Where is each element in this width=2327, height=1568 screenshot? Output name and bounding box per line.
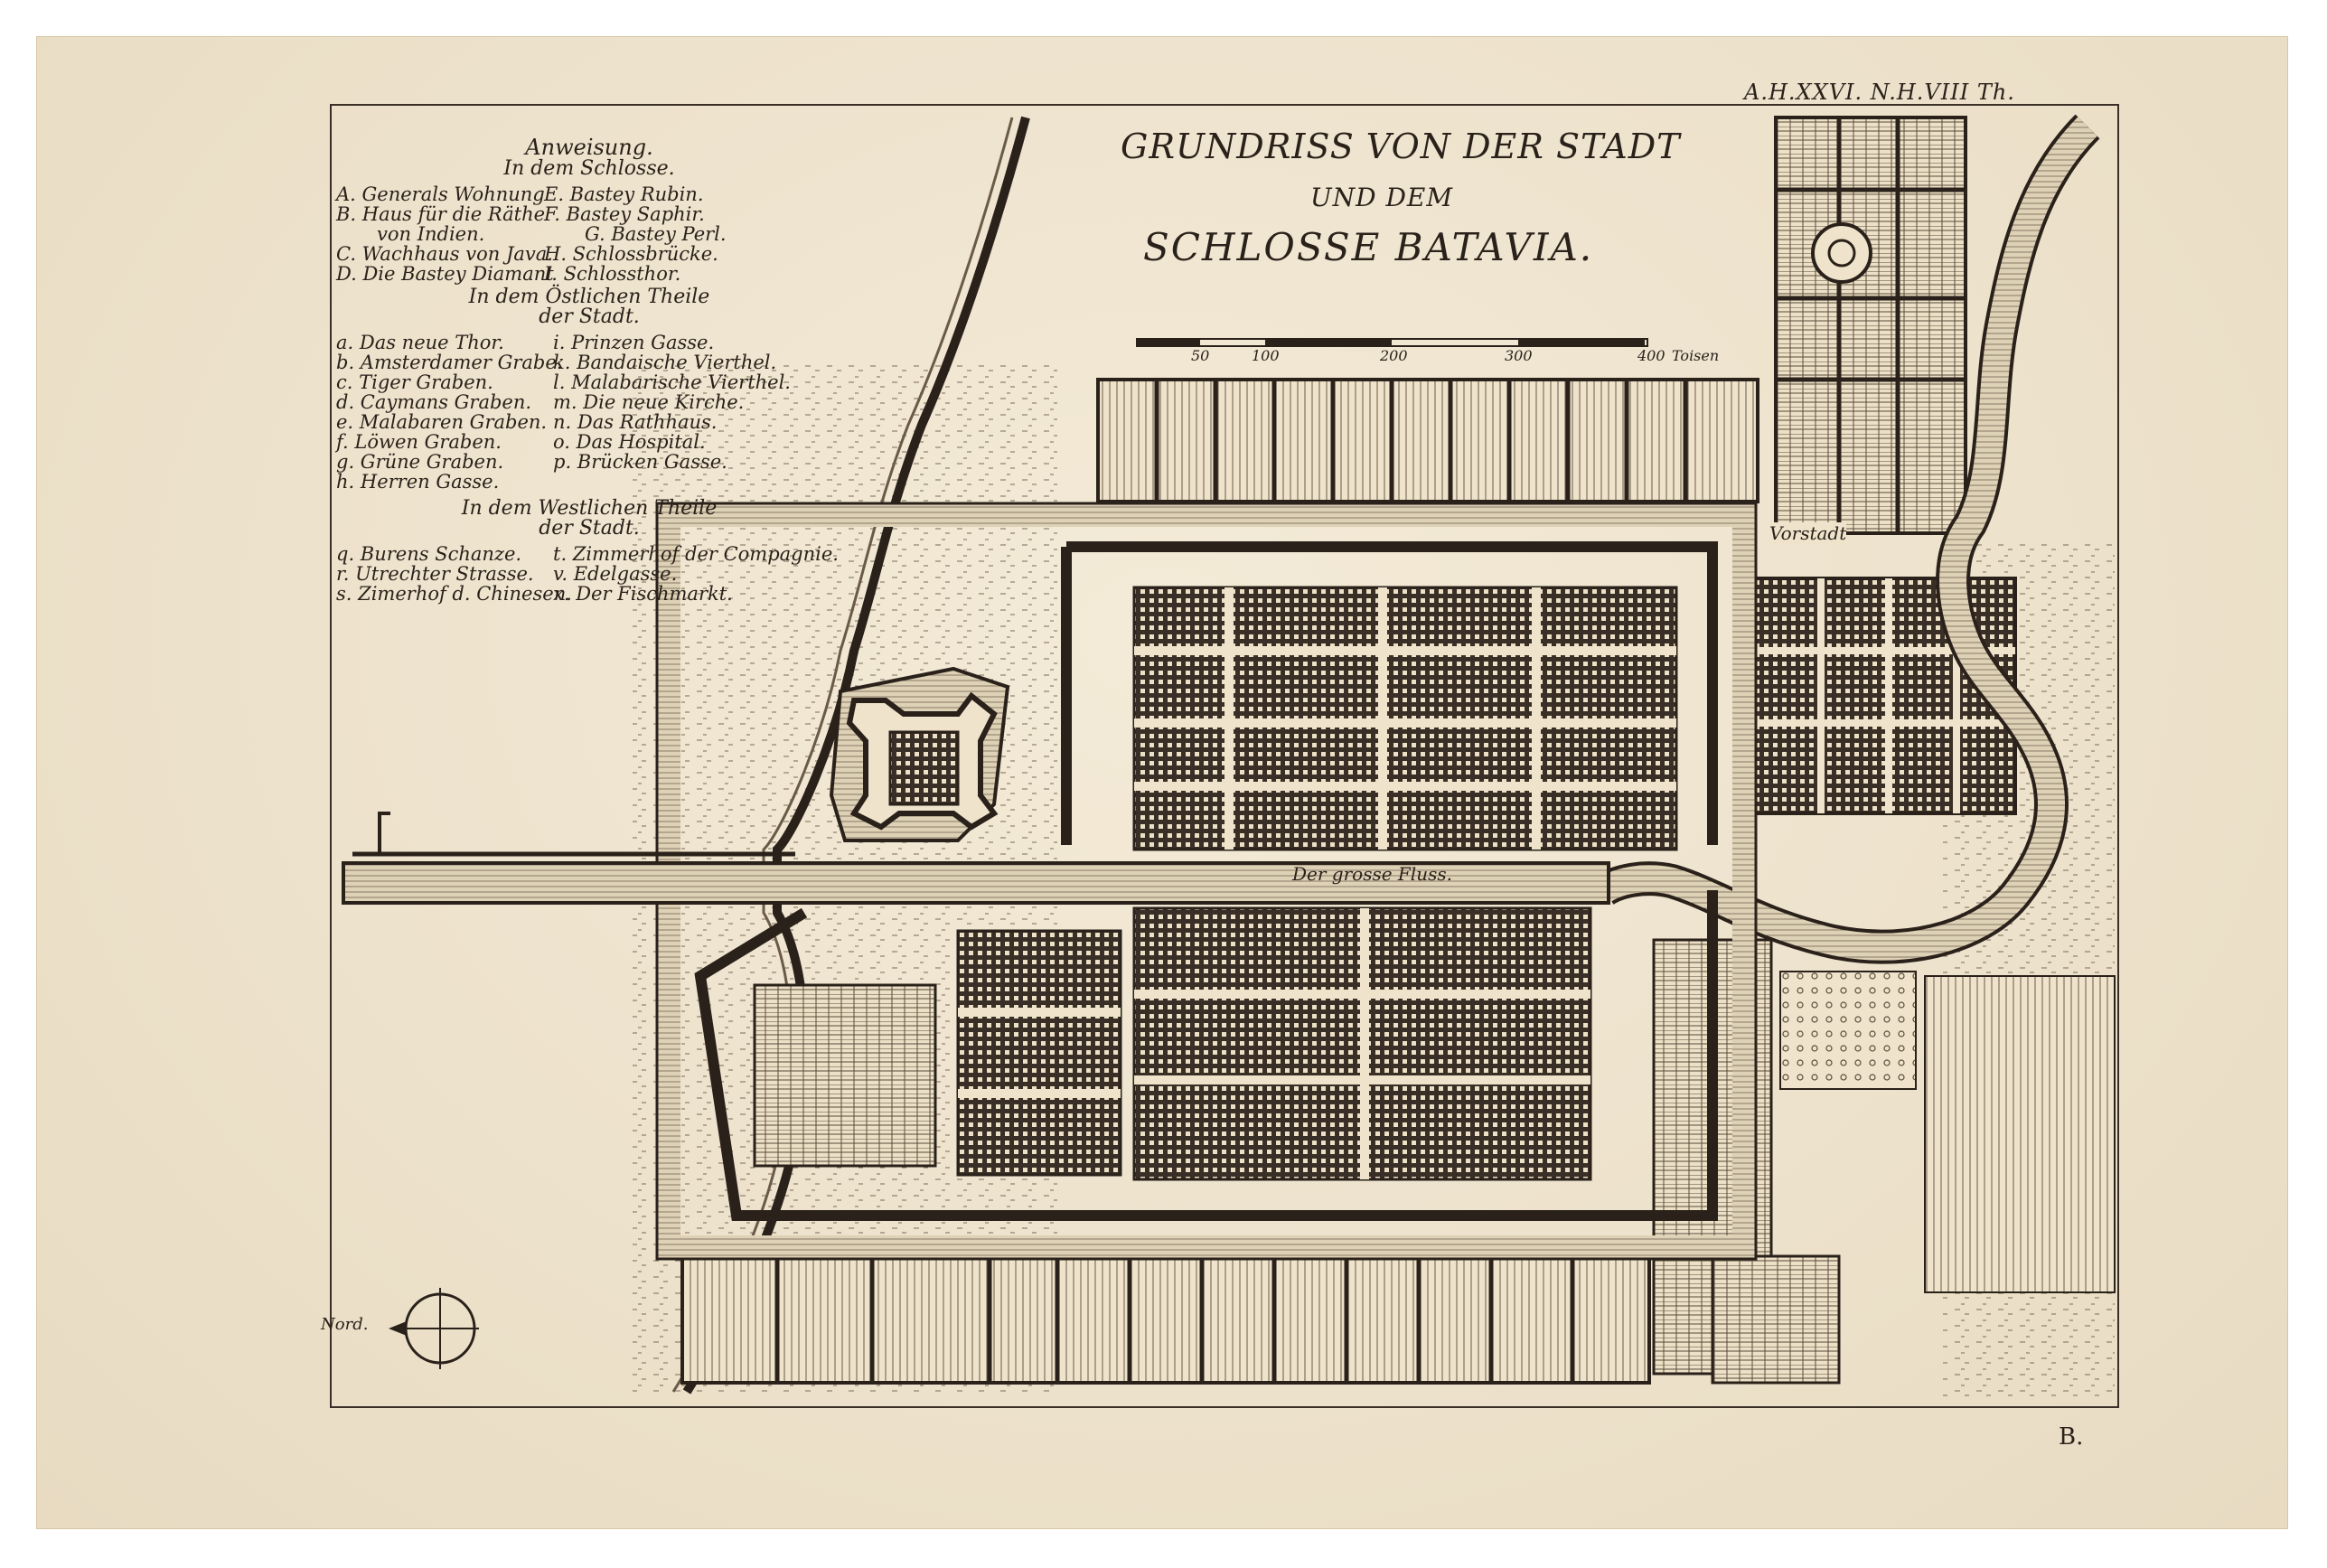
title-line-1: GRUNDRISS VON DER STADT xyxy=(1121,127,1681,166)
northern-fields xyxy=(1096,378,1759,503)
compass-rose xyxy=(389,1288,479,1369)
legend-row: h. Herren Gasse. xyxy=(336,471,500,493)
coastline xyxy=(682,116,1030,1394)
plate-letter: B. xyxy=(2059,1423,2084,1451)
south-quarter xyxy=(753,906,1592,1181)
scale-tick: 100 xyxy=(1252,347,1280,364)
legend-row: C. Wachhaus von Java.H. Schlossbrücke. xyxy=(336,243,718,265)
map-title: GRUNDRISS VON DER STADT UND DEM SCHLOSSE… xyxy=(1121,127,1771,269)
north-quarter xyxy=(1132,586,1678,851)
suburb-northeast xyxy=(1774,116,1967,535)
legend-row: g. Grüne Graben.p. Brücken Gasse. xyxy=(336,451,727,473)
legend-row: von Indien.G. Bastey Perl. xyxy=(377,223,727,245)
legend-west-heading: In dem Westlichen Theile xyxy=(461,497,718,520)
plate-border xyxy=(330,104,2119,1408)
coastline-shade xyxy=(671,117,1014,1393)
scale-tick: 400 xyxy=(1637,347,1665,364)
scale-unit: Toisen xyxy=(1672,347,1720,364)
town-walls xyxy=(694,541,1718,1221)
legend-row: b. Amsterdamer Grabe.k. Bandaische Viert… xyxy=(336,352,777,373)
legend-row: q. Burens Schanze.t. Zimmerhof der Compa… xyxy=(336,543,839,565)
legend-east-heading-2: der Stadt. xyxy=(539,305,640,328)
title-line-2: UND DEM xyxy=(1310,183,1454,212)
legend-row: d. Caymans Graben.m. Die neue Kirche. xyxy=(336,391,745,413)
legend-east-heading: In dem Östlichen Theile xyxy=(468,286,710,308)
legend: Anweisung. In dem Schlosse. A. Generals … xyxy=(336,134,842,604)
suburb-label: Vorstadt xyxy=(1769,522,1847,544)
plate-reference: A.H.XXVI. N.H.VIII Th. xyxy=(1744,80,2015,105)
legend-row: c. Tiger Graben.l. Malabarische Vierthel… xyxy=(336,371,791,393)
legend-row: f. Löwen Graben.o. Das Hospital. xyxy=(336,431,706,453)
legend-west-heading-2: der Stadt. xyxy=(539,517,640,540)
legend-heading: Anweisung. xyxy=(525,135,653,160)
legend-castle-heading: In dem Schlosse. xyxy=(503,157,675,180)
legend-row: s. Zimerhof d. Chinesen.x. Der Fischmark… xyxy=(336,583,733,605)
main-canal xyxy=(342,861,1610,905)
title-line-3: SCHLOSSE BATAVIA. xyxy=(1143,225,1594,269)
eastern-river-water xyxy=(1596,117,2097,961)
pier-posts xyxy=(378,812,390,854)
scale-tick: 300 xyxy=(1505,347,1533,364)
castle xyxy=(829,666,1010,842)
north-label: Nord. xyxy=(321,1315,369,1334)
scale-bar xyxy=(1136,338,1648,347)
east-gardens xyxy=(1924,975,2116,1293)
legend-row: r. Utrechter Strasse.v. Edelgasse. xyxy=(336,563,678,585)
legend-row: a. Das neue Thor.i. Prinzen Gasse. xyxy=(336,332,715,353)
scale-tick: 50 xyxy=(1191,347,1210,364)
scale-tick: 200 xyxy=(1380,347,1408,364)
legend-row: e. Malabaren Graben.n. Das Rathhaus. xyxy=(336,411,718,433)
river-label: Der grosse Fluss. xyxy=(1292,863,1452,885)
east-orchard xyxy=(1779,971,1917,1090)
